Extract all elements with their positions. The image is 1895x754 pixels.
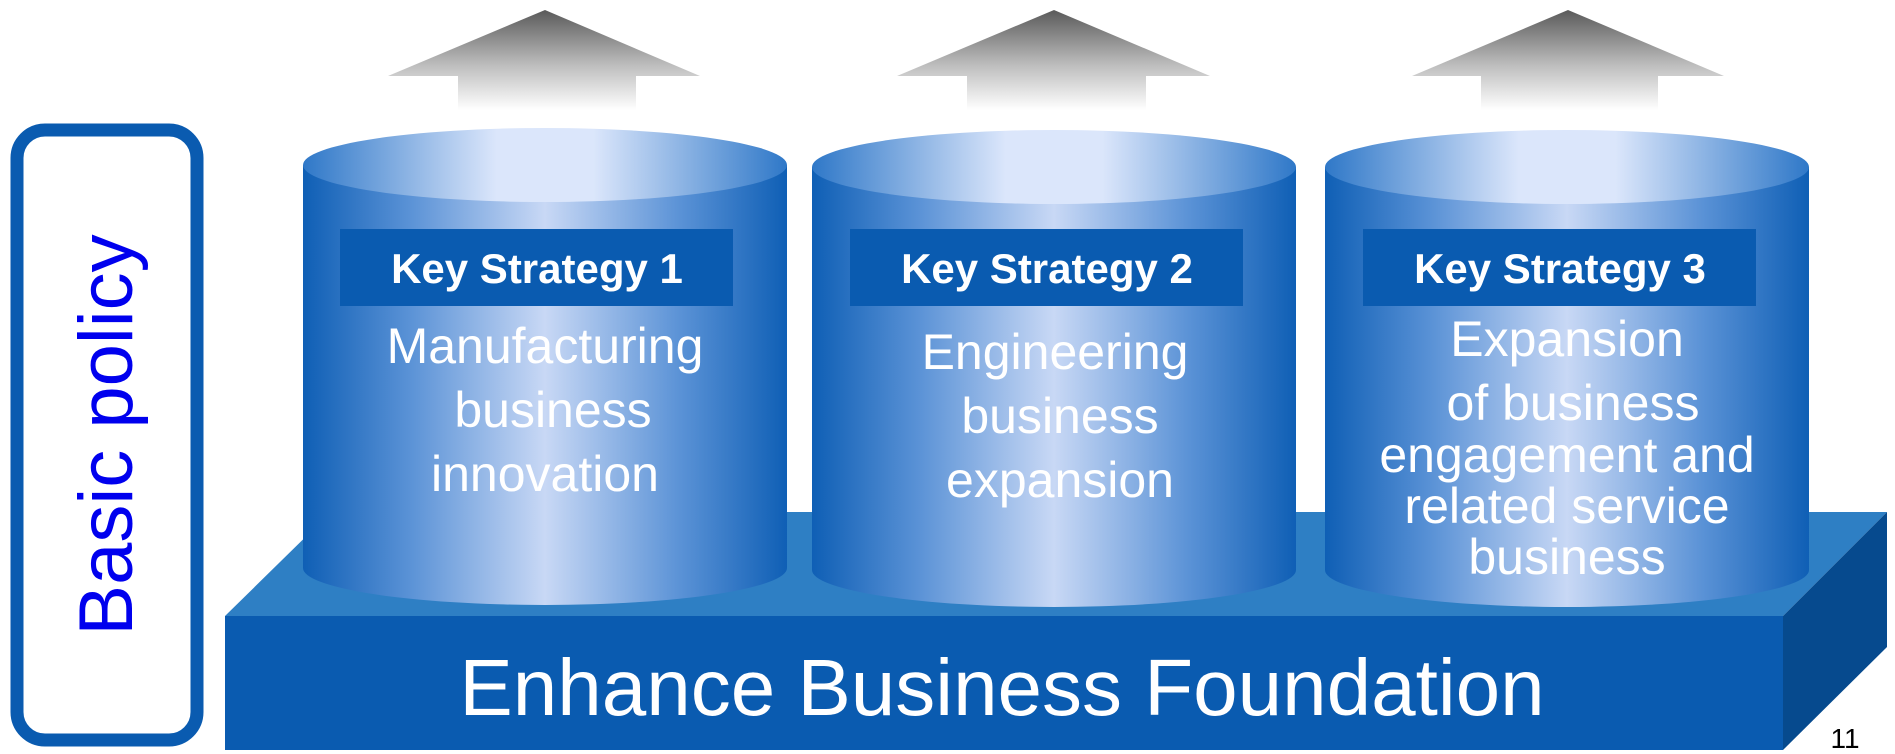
basic-policy-box: Basic policy [10, 123, 204, 747]
key-strategy-title: Key Strategy 2 [901, 245, 1193, 292]
strategy-description-line: engagement and [1379, 427, 1754, 483]
strategy-description-line: related service [1404, 478, 1729, 534]
basic-policy-border [10, 123, 204, 747]
strategy-cylinder-2: Key Strategy 2 Engineering business expa… [812, 130, 1296, 607]
strategy-description-line: Engineering [922, 324, 1189, 380]
strategy-description-line: business [961, 388, 1158, 444]
strategy-description-line: business [1468, 529, 1665, 585]
growth-arrows [388, 10, 1724, 110]
key-strategy-title: Key Strategy 3 [1414, 245, 1706, 292]
platform-front [225, 616, 1783, 750]
key-strategy-title-bar [850, 229, 1243, 306]
strategy-description-line: expansion [946, 452, 1174, 508]
strategy-description-line: of business [1447, 375, 1700, 431]
cylinder-top [812, 130, 1296, 204]
basic-policy-label: Basic policy [64, 234, 149, 635]
strategy-description-line: Expansion [1450, 311, 1684, 367]
up-arrow-icon [1412, 10, 1724, 110]
up-arrow-icon [388, 10, 700, 110]
key-strategy-title-bar [1363, 229, 1756, 306]
key-strategy-title: Key Strategy 1 [391, 245, 683, 292]
strategy-cylinder-1: Key Strategy 1 Manufacturing business in… [303, 128, 787, 605]
strategy-cylinder-3: Key Strategy 3 Expansion of business eng… [1325, 130, 1809, 607]
strategy-description-line: innovation [431, 446, 659, 502]
strategy-description-line: business [454, 382, 651, 438]
cylinder-top [1325, 130, 1809, 204]
cylinder-top [303, 128, 787, 202]
platform-side [1783, 512, 1887, 750]
foundation-label: Enhance Business Foundation [459, 643, 1544, 732]
key-strategy-title-bar [340, 229, 733, 306]
up-arrow-icon [897, 10, 1210, 110]
page-number: 11 [1830, 723, 1859, 754]
strategy-description-line: Manufacturing [387, 318, 704, 374]
